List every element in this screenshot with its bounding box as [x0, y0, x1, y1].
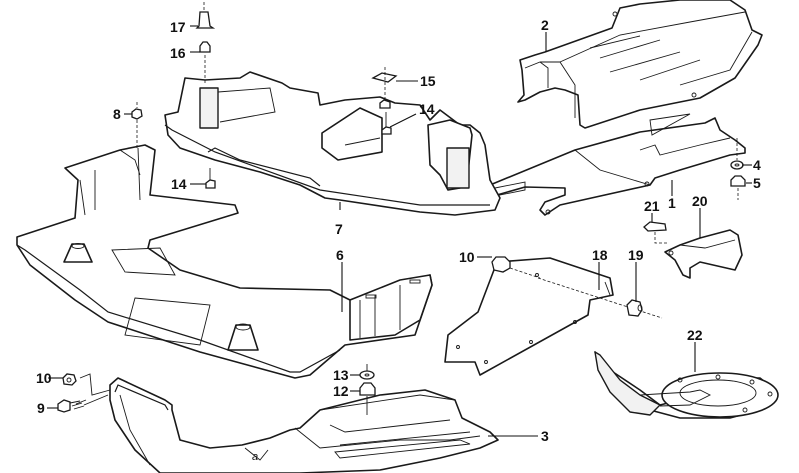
callout-15: 15	[420, 73, 436, 89]
part-3-rear-shield	[109, 377, 499, 473]
part-5-nut	[730, 175, 746, 200]
part-2-tunnel-shield	[517, 0, 763, 129]
part-1-center-shield	[479, 113, 746, 216]
callout-2: 2	[541, 17, 549, 33]
callout-19: 19	[628, 247, 644, 263]
callout-1: 1	[668, 195, 676, 211]
part-19-bushing	[626, 299, 643, 317]
callout-9: 9	[37, 400, 45, 416]
part-16-nut	[199, 41, 211, 85]
callout-12: 12	[333, 383, 349, 399]
callout-18: 18	[592, 247, 608, 263]
part-21-clip	[643, 221, 668, 244]
part-7-cross-shield	[164, 71, 501, 216]
callout-3: 3	[541, 428, 549, 444]
callout-6: 6	[336, 247, 344, 263]
callout-10-left: 10	[36, 370, 52, 386]
part-10-nut-left	[62, 373, 111, 396]
part-10-bushing-right	[491, 256, 511, 273]
callout-leaders	[47, 25, 752, 437]
callout-13: 13	[333, 367, 349, 383]
callout-14-left: 14	[171, 176, 187, 192]
callout-4: 4	[753, 157, 761, 173]
part-18-bracket	[444, 257, 663, 376]
part-6-front-shield	[16, 144, 433, 379]
callout-5: 5	[753, 175, 761, 191]
part-15-clip	[371, 67, 398, 109]
part-13-washer	[359, 364, 375, 380]
callout-10-right: 10	[459, 249, 475, 265]
callout-8: 8	[113, 106, 121, 122]
part-14-screw-upper	[381, 112, 392, 135]
part-22-cover-plate	[594, 351, 779, 419]
callout-22: 22	[687, 327, 703, 343]
part-8-nut	[131, 102, 143, 148]
callout-17: 17	[170, 19, 186, 35]
callout-21: 21	[644, 198, 660, 214]
embossed-mark: a	[252, 451, 258, 463]
callout-14-right: 14	[419, 101, 435, 117]
callout-16: 16	[170, 45, 186, 61]
part-14-screw-lower	[205, 168, 216, 189]
callout-20: 20	[692, 193, 708, 209]
part-20-guard	[664, 229, 743, 279]
part-17-clip	[195, 2, 216, 29]
callout-7: 7	[335, 221, 343, 237]
part-9-bolt	[57, 394, 109, 413]
part-12-nut	[359, 382, 376, 415]
